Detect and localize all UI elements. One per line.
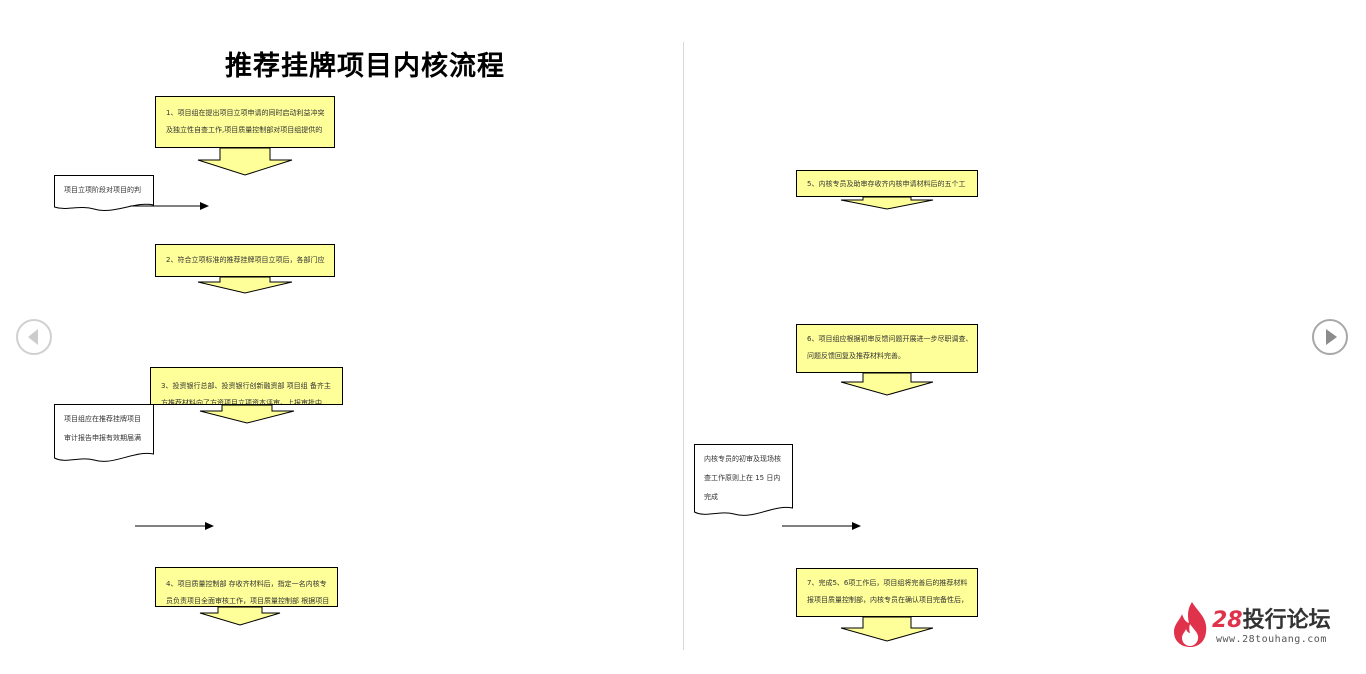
document-title: 推荐挂牌项目内核流程: [225, 51, 505, 82]
play-right-icon: [1312, 319, 1348, 355]
logo-name: 投行论坛: [1242, 608, 1331, 633]
flow-step-3-line-1: 3、投资银行总部、投资银行创新融资部 项目组 备齐主: [161, 382, 331, 390]
chevron-left-icon: [16, 319, 52, 355]
flow-step-1: 1、项目组在提出项目立项申请的同时启动利益冲突 及独立性自查工作,项目质量控制部…: [155, 96, 335, 148]
side-note-2: 项目组应在推荐挂牌项目 审计报告申报有效期届满: [54, 404, 154, 466]
right-arrow-2: [135, 522, 214, 530]
next-page-button[interactable]: [1312, 319, 1348, 355]
down-arrow-5: [840, 197, 934, 210]
side-note-1-line-1: 项目立项阶段对项目的判: [64, 186, 141, 194]
side-note-3-line-3: 完成: [704, 493, 718, 501]
page-divider: [683, 42, 684, 650]
down-arrow-2: [197, 277, 293, 294]
flow-step-3-line-2: 方推荐材料向了方资项目立项资本评审。上报审批中: [161, 399, 322, 405]
flame-icon: [1174, 602, 1207, 647]
side-note-3-line-2: 查工作原则上在 15 日内: [704, 474, 781, 482]
flow-step-4-line-2: 员负责项目全面审核工作，项目质量控制部 根据项目: [166, 597, 330, 605]
site-logo[interactable]: 28投行论坛 www.28touhang.com: [1172, 598, 1342, 650]
side-note-3: 内核专员的初审及现场核 查工作原则上在 15 日内 完成: [694, 444, 793, 520]
flow-step-2-line-1: 2、符合立项标准的推荐挂牌项目立项后，各部门应: [166, 256, 325, 264]
flow-step-5: 5、内核专员及助审存收齐内核申请材料后的五个工: [796, 170, 978, 197]
left-page: 推荐挂牌项目内核流程 1、项目组在提出项目立项申请的同时启动利益冲突 及独立性自…: [54, 51, 505, 626]
flow-step-2: 2、符合立项标准的推荐挂牌项目立项后，各部门应: [155, 244, 335, 277]
logo-url: www.28touhang.com: [1216, 634, 1327, 645]
flow-step-7-line-2: 报项目质量控制部，内核专员在确认项目完备性后，: [807, 596, 968, 604]
flow-step-6-line-2: 问题反馈回复及推荐材料完善。: [807, 352, 905, 360]
flow-step-7: 7、完成5、6项工作后，项目组将完善后的推荐材料 报项目质量控制部，内核专员在确…: [796, 568, 978, 617]
flow-step-5-line-1: 5、内核专员及助审存收齐内核申请材料后的五个工: [807, 180, 966, 188]
flow-step-6: 6、项目组应根据初审反馈问题开展进一步尽职调查、 问题反馈回复及推荐材料完善。: [796, 324, 978, 373]
flow-step-6-line-1: 6、项目组应根据初审反馈问题开展进一步尽职调查、: [807, 335, 973, 343]
side-note-2-line-1: 项目组应在推荐挂牌项目: [64, 415, 141, 423]
flow-step-4: 4、项目质量控制部 存收齐材料后，指定一名内核专 员负责项目全面审核工作，项目质…: [155, 567, 338, 607]
down-arrow-3: [199, 405, 295, 424]
previous-page-button[interactable]: [16, 319, 52, 355]
down-arrow-1: [197, 148, 293, 176]
logo-number: 28: [1212, 608, 1243, 633]
side-note-3-line-1: 内核专员的初审及现场核: [704, 455, 781, 463]
down-arrow-4: [199, 607, 281, 626]
flow-step-4-line-1: 4、项目质量控制部 存收齐材料后，指定一名内核专: [166, 580, 327, 588]
right-arrow-1: [130, 202, 209, 210]
right-arrow-3: [782, 522, 861, 530]
flow-step-1-line-1: 1、项目组在提出项目立项申请的同时启动利益冲突: [166, 109, 325, 117]
side-note-1: 项目立项阶段对项目的判: [54, 175, 154, 213]
right-page: 5、内核专员及助审存收齐内核申请材料后的五个工 6、项目组应根据初审反馈问题开展…: [684, 0, 1366, 674]
down-arrow-7: [840, 617, 934, 642]
flow-step-7-line-1: 7、完成5、6项工作后，项目组将完善后的推荐材料: [807, 579, 968, 587]
logo-text: 28投行论坛: [1212, 602, 1331, 634]
flow-step-1-line-2: 及独立性自查工作,项目质量控制部对项目组提供的: [166, 126, 323, 134]
flow-step-3: 3、投资银行总部、投资银行创新融资部 项目组 备齐主 方推荐材料向了方资项目立项…: [150, 367, 343, 405]
side-note-2-line-2: 审计报告申报有效期届满: [64, 434, 141, 442]
down-arrow-6: [840, 373, 934, 396]
